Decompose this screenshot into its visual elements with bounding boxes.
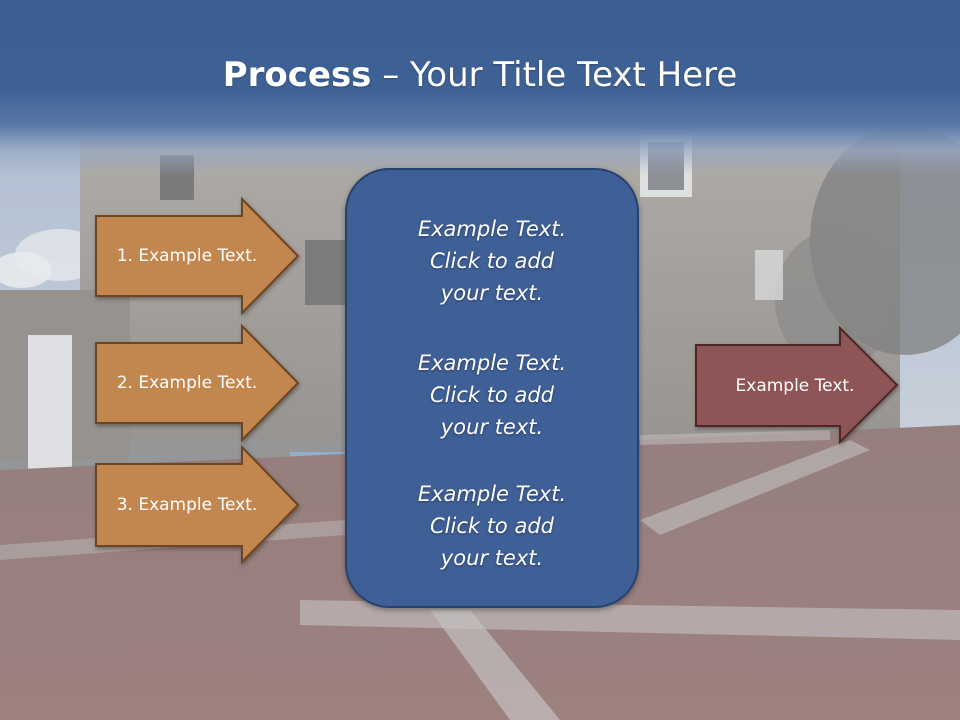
title-rest-part: – Your Title Text Here [371, 55, 738, 95]
slide-title[interactable]: Process – Your Title Text Here [0, 52, 960, 98]
center-block-2-line-1: Example Text. [417, 351, 567, 375]
step-label-3[interactable]: 3. Example Text. [116, 495, 258, 515]
step-arrow-1[interactable] [95, 196, 300, 316]
center-block-3-line-3: your text. [440, 546, 544, 570]
center-block-1-line-1: Example Text. [417, 217, 567, 241]
center-block-3-line-1: Example Text. [417, 482, 567, 506]
title-bold-part: Process [222, 55, 372, 95]
center-text-block-1[interactable]: Example Text. Click to add your text. [345, 213, 639, 309]
center-block-2-line-3: your text. [440, 415, 544, 439]
output-arrow[interactable] [695, 325, 899, 445]
center-process-box[interactable] [345, 168, 639, 608]
step-arrow-2[interactable] [95, 323, 300, 443]
step-label-2[interactable]: 2. Example Text. [116, 373, 258, 393]
title-band [0, 0, 960, 175]
center-text-block-3[interactable]: Example Text. Click to add your text. [345, 478, 639, 574]
center-block-1-line-3: your text. [440, 281, 544, 305]
center-text-block-2[interactable]: Example Text. Click to add your text. [345, 347, 639, 443]
output-label[interactable]: Example Text. [735, 375, 855, 396]
step-label-1[interactable]: 1. Example Text. [116, 246, 258, 266]
center-block-1-line-2: Click to add [429, 249, 554, 273]
step-arrow-3[interactable] [95, 444, 300, 565]
center-block-2-line-2: Click to add [429, 383, 554, 407]
center-block-3-line-2: Click to add [429, 514, 554, 538]
